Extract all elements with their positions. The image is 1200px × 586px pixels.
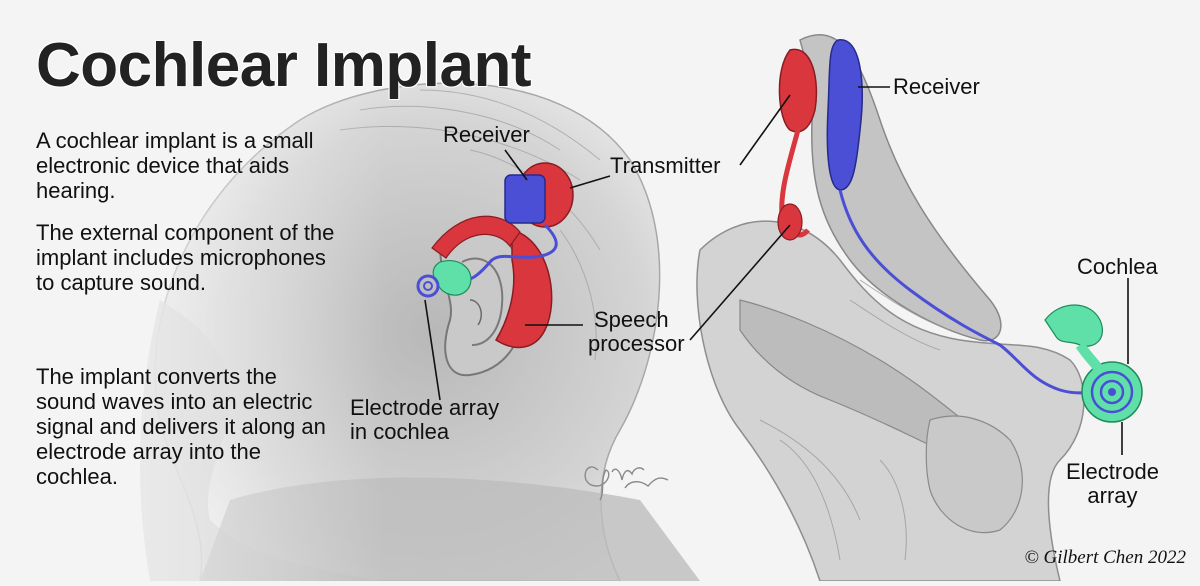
label-receiver-right: Receiver bbox=[893, 74, 980, 99]
label-speech-processor-line-1: Speech bbox=[594, 307, 669, 332]
label-speech-processor: Speech processor bbox=[588, 308, 685, 356]
implant-head-view bbox=[416, 162, 574, 349]
ear-hook-shape bbox=[431, 215, 521, 259]
page-title: Cochlear Implant bbox=[36, 31, 532, 100]
artist-signature bbox=[584, 466, 669, 501]
label-speech-processor-line-2: processor bbox=[588, 331, 685, 356]
label-electrode-array-line-1: Electrode array bbox=[350, 395, 500, 420]
right-leader-lines bbox=[689, 86, 1129, 455]
receiver-shape bbox=[504, 174, 546, 224]
left-leader-lines bbox=[424, 149, 611, 401]
label-electrode-array-right-line-1: Electrode bbox=[1066, 459, 1159, 484]
speech-processor-shape bbox=[494, 229, 553, 349]
description-paragraph-1: A cochlear implant is a small electronic… bbox=[36, 128, 314, 203]
label-receiver-left: Receiver bbox=[443, 122, 530, 147]
cochlea-small-shape bbox=[432, 260, 472, 296]
lead-wire bbox=[454, 223, 558, 284]
label-electrode-array-cochlea: Electrode array in cochlea bbox=[350, 396, 499, 444]
description-paragraph-2: The external component of the implant in… bbox=[36, 220, 335, 295]
label-transmitter: Transmitter bbox=[610, 153, 721, 178]
label-electrode-array-right-line-2: array bbox=[1087, 483, 1138, 508]
label-electrode-array-line-2: in cochlea bbox=[350, 419, 450, 444]
label-cochlea: Cochlea bbox=[1077, 254, 1158, 279]
description-paragraph-3: The implant converts the sound waves int… bbox=[36, 364, 326, 489]
label-electrode-array-right: Electrode array bbox=[1066, 460, 1159, 508]
copyright-notice: © Gilbert Chen 2022 bbox=[1024, 547, 1186, 568]
